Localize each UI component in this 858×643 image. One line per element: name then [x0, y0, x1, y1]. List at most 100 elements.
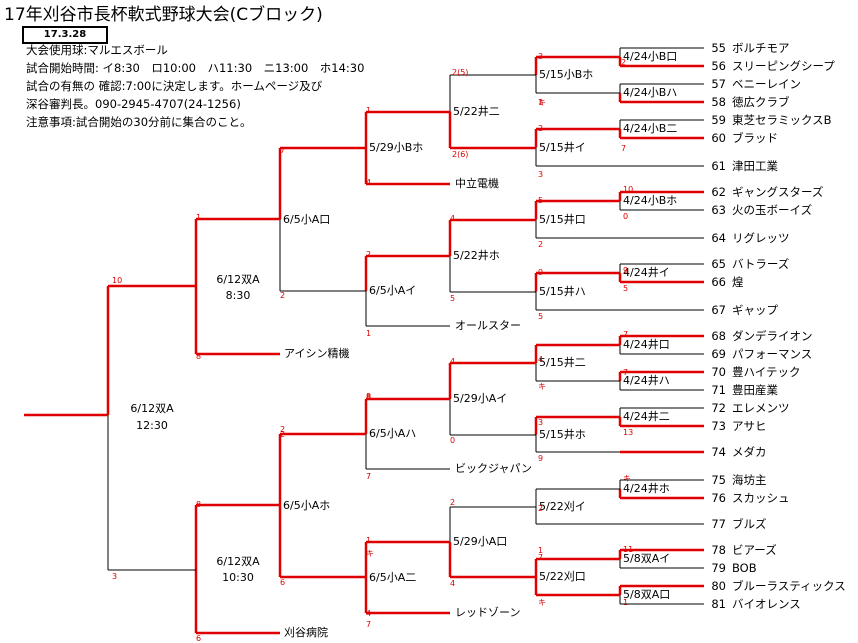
score-label: 9 [538, 454, 544, 463]
game-label: 10:30 [222, 571, 254, 584]
team-name: 徳広クラブ [732, 95, 790, 109]
info-line: 大会使用球:マルエスボール [26, 43, 168, 57]
score-label: 1 [366, 106, 372, 115]
game-label: 5/29小Bホ [369, 141, 424, 154]
team-number: 81 [711, 597, 726, 611]
score-label: 7 [366, 620, 372, 629]
score-label: 13 [623, 428, 634, 437]
game-label: 5/29小A口 [453, 535, 508, 548]
team-name: リグレッツ [732, 231, 790, 245]
score-label: 4 [366, 178, 372, 187]
team-number: 68 [711, 329, 726, 343]
team-name: 煌 [732, 275, 744, 289]
team-name: ギャップ [732, 303, 778, 317]
team-number: 59 [711, 113, 726, 127]
game-label: 4/24小B口 [623, 50, 678, 63]
team-name: 海坊主 [732, 473, 767, 487]
score-label: 2(5) [452, 68, 469, 77]
game-label: 5/29小Aイ [453, 392, 508, 405]
game-label: 6/12双A [130, 402, 174, 415]
game-label: 5/15井ハ [539, 284, 586, 298]
team-number: 70 [711, 365, 726, 379]
team-name: ブルズ [732, 517, 767, 531]
seed-team: レッドゾーン [455, 606, 521, 619]
team-number: 55 [711, 41, 726, 55]
game-label: 5/15井イ [539, 140, 586, 154]
score-label: 9 [538, 268, 544, 277]
game-label: 4/24井口 [623, 338, 670, 351]
team-number: 77 [711, 517, 726, 531]
game-label: 6/5小Aホ [283, 498, 331, 512]
score-label: 2 [280, 425, 286, 434]
team-name: バトラーズ [732, 257, 790, 271]
team-entry: 55 ボルチモア [704, 41, 790, 55]
score-label: キ [366, 549, 374, 558]
score-label: 5 [538, 196, 544, 205]
team-entry: 67 ギャップ [704, 303, 778, 317]
score-label: 11 [623, 545, 634, 554]
game-label: 5/15井ホ [539, 427, 586, 441]
game-label: 5/8双A口 [623, 588, 671, 601]
score-label: 7 [280, 146, 286, 155]
game-label: 4/24小Bホ [623, 194, 678, 207]
team-number: 57 [711, 77, 726, 91]
game-label: 5/8双Aイ [623, 552, 671, 565]
team-number: 63 [711, 203, 726, 217]
team-entry: 64 リグレッツ [704, 231, 790, 245]
score-label: キ [623, 474, 631, 483]
score-label: 8 [196, 352, 202, 361]
score-label: 2 [280, 430, 286, 439]
info-line: 試合の有無の 確認:7:00に決定します。ホームページ及び [26, 79, 323, 93]
team-entry: 72 エレメンツ [704, 401, 790, 415]
game-label: 4/24井ホ [623, 482, 670, 495]
team-number: 67 [711, 303, 726, 317]
team-number: 61 [711, 159, 726, 173]
game-label: 4/24小Bハ [623, 86, 678, 99]
team-number: 69 [711, 347, 726, 361]
seed-team: 中立電機 [455, 177, 499, 190]
team-number: 64 [711, 231, 726, 245]
score-label: キ [538, 98, 546, 107]
score-label: 8 [366, 392, 372, 401]
seed-team: オールスター [455, 319, 521, 332]
info-line: 試合開始時間: イ8:30 ロ10:00 ハ11:30 ニ13:00 ホ14:3… [26, 61, 365, 75]
score-label: 7 [366, 472, 372, 481]
team-number: 60 [711, 131, 726, 145]
team-name: エレメンツ [732, 401, 790, 415]
team-number: 71 [711, 383, 726, 397]
score-label: 2 [621, 58, 627, 67]
team-name: ベニーレイン [732, 77, 801, 91]
score-label: 7 [621, 144, 627, 153]
game-label: 6/5小Aイ [369, 284, 417, 297]
score-label: 6 [196, 634, 202, 643]
team-number: 79 [711, 561, 726, 575]
score-label: 7 [623, 330, 629, 339]
score-label: 1 [366, 329, 372, 338]
score-label: 3 [538, 170, 544, 179]
score-label: 1 [623, 598, 629, 607]
game-label: 5/15井二 [539, 356, 586, 369]
score-label: 8 [366, 393, 372, 402]
team-name: バイオレンス [732, 597, 801, 611]
game-label: 6/5小Aハ [369, 427, 417, 440]
score-label: 5 [450, 294, 456, 303]
score-label: 1 [538, 98, 544, 107]
team-name: ボルチモア [732, 41, 790, 55]
game-label: 8:30 [225, 288, 251, 302]
seed-team: ビックジャパン [455, 462, 532, 475]
team-number: 72 [711, 401, 726, 415]
seed-team: アイシン精機 [284, 347, 350, 360]
